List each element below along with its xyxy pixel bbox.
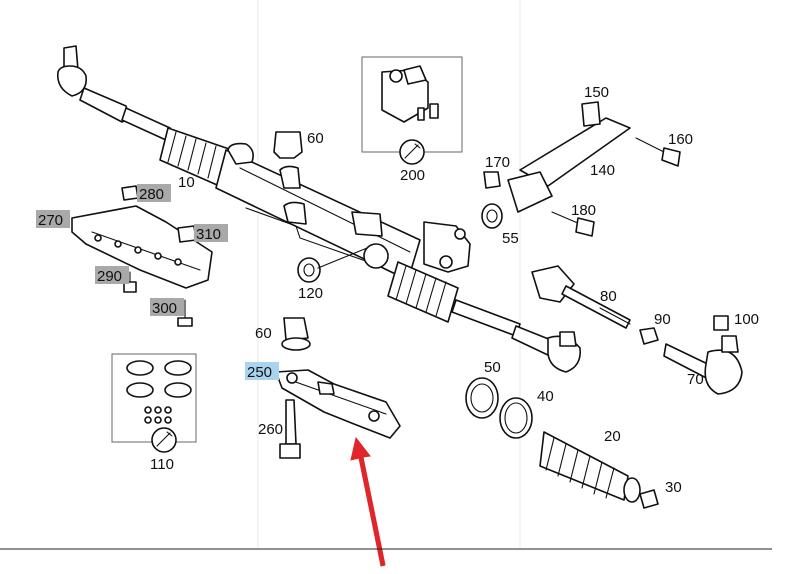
steering-rack-10 — [56, 45, 582, 373]
label-120: 120 — [298, 285, 323, 302]
label-140: 140 — [590, 162, 615, 179]
label-200: 200 — [400, 167, 425, 184]
highlight-310 — [194, 224, 228, 242]
label-290: 290 — [97, 268, 122, 285]
highlight-250 — [245, 362, 279, 380]
label-300: 300 — [152, 300, 177, 317]
label-60-top: 60 — [307, 130, 324, 147]
label-10: 10 — [178, 174, 195, 191]
label-180: 180 — [571, 202, 596, 219]
label-250: 250 — [247, 364, 272, 381]
label-110: 110 — [150, 456, 174, 473]
label-60-lower: 60 — [255, 325, 272, 342]
bracket-250 — [275, 369, 401, 439]
subframe-270 — [71, 185, 213, 327]
label-40: 40 — [537, 388, 554, 405]
label-90: 90 — [654, 311, 671, 328]
highlight-290 — [95, 266, 129, 284]
label-270: 270 — [38, 212, 63, 229]
highlight-300 — [150, 298, 184, 316]
label-260: 260 — [258, 421, 283, 438]
highlight-280 — [137, 184, 171, 202]
label-80: 80 — [600, 288, 617, 305]
label-55: 55 — [502, 230, 519, 247]
tie-rod-end-70 — [639, 315, 743, 395]
label-30: 30 — [665, 479, 682, 496]
boot-kit-20-30-40-50 — [465, 377, 659, 509]
label-100: 100 — [734, 311, 759, 328]
red-arrow — [350, 436, 386, 567]
nut-60-lower — [281, 317, 311, 351]
part-labels: 10 60 200 150 160 170 140 180 55 280 270… — [36, 84, 759, 496]
label-70: 70 — [687, 371, 704, 388]
label-280: 280 — [139, 186, 164, 203]
bolt-260 — [279, 399, 301, 459]
background-grid — [257, 0, 521, 548]
highlight-270 — [36, 210, 70, 228]
label-170: 170 — [485, 154, 510, 171]
label-20: 20 — [604, 428, 621, 445]
tie-rod-80 — [531, 265, 631, 329]
valve-kit-200 — [361, 56, 463, 165]
label-50: 50 — [484, 359, 501, 376]
label-150: 150 — [584, 84, 609, 101]
seal-kit-110 — [111, 353, 197, 453]
label-160: 160 — [668, 131, 693, 148]
steering-shaft-140 — [481, 101, 681, 237]
label-310: 310 — [196, 226, 221, 243]
